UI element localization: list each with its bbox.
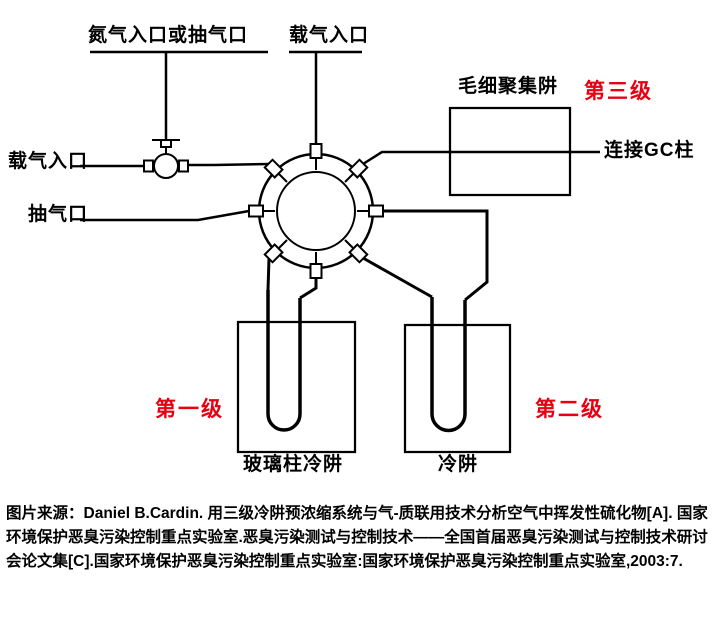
glass-trap-box: [236, 320, 357, 454]
stage-two-label: 第二级: [535, 398, 604, 421]
nitrogen-inlet-label: 氮气入口或抽气口: [88, 25, 249, 46]
port-south: [309, 263, 323, 279]
stage-three-label: 第三级: [584, 80, 653, 103]
rotary-valve-ports: [248, 143, 384, 279]
carrier-gas-inlet-top-label: 载气入口: [289, 25, 370, 46]
caption: 图片来源：Daniel B.Cardin. 用三级冷阱预浓缩系统与气-质联用技术…: [6, 505, 708, 571]
carrier-gas-inlet-left-label: 载气入口: [8, 151, 89, 172]
port-west: [248, 204, 264, 218]
three-way-valve: [143, 139, 189, 179]
cold-trap-box: [403, 323, 512, 454]
rotary-valve: [248, 143, 384, 279]
stage-one-label: 第一级: [155, 398, 224, 421]
port-north: [309, 143, 323, 159]
schematic-linework: [80, 50, 600, 454]
port-northeast: [348, 158, 369, 179]
port-northwest: [263, 158, 284, 179]
trap-tubing: [266, 209, 489, 433]
rotary-valve-channels: [263, 158, 369, 264]
port-east: [368, 204, 384, 218]
capillary-trap-label: 毛细聚集阱: [458, 76, 559, 97]
port-southwest: [263, 243, 284, 264]
port-southeast: [348, 243, 369, 264]
glass-column-trap-label: 玻璃柱冷阱: [243, 454, 344, 475]
cold-trap-utube: [430, 297, 467, 433]
capillary-trap-box: [448, 106, 572, 197]
pump-port-label: 抽气口: [28, 204, 89, 225]
cold-trap-label: 冷阱: [438, 454, 479, 475]
connector-lines: [80, 50, 600, 222]
gc-column-label: 连接GC柱: [604, 140, 695, 161]
glass-trap-utube: [266, 290, 302, 432]
